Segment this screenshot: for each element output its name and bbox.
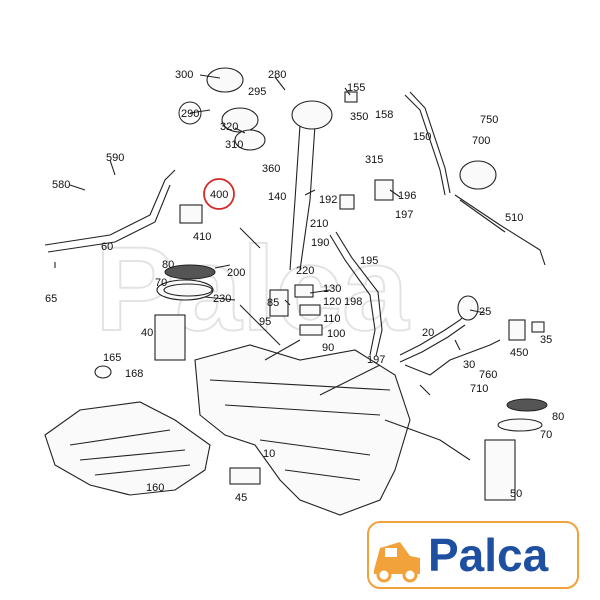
- callout: 85: [267, 297, 279, 309]
- callout: 45: [235, 492, 247, 504]
- line-art: [44, 67, 548, 516]
- callout: 70: [540, 429, 552, 441]
- callout: 65: [45, 293, 57, 305]
- callout: 590: [106, 152, 124, 164]
- callout: 192: [319, 194, 337, 206]
- callout: 90: [322, 342, 334, 354]
- callout: 168: [125, 368, 143, 380]
- callout: 10: [263, 448, 275, 460]
- callout: 580: [52, 179, 70, 191]
- callout: 140: [268, 191, 286, 203]
- callout: 750: [480, 114, 498, 126]
- callout: 450: [510, 347, 528, 359]
- callout: 320: [220, 121, 238, 133]
- callout: 150: [413, 131, 431, 143]
- callout: 80: [552, 411, 564, 423]
- callout: 295: [248, 86, 266, 98]
- callout: 310: [225, 139, 243, 151]
- callout: 60: [101, 241, 113, 253]
- callout: 198: [344, 296, 362, 308]
- callout: 700: [472, 135, 490, 147]
- callout: 50: [510, 488, 522, 500]
- callout: 130: [323, 283, 341, 295]
- callout: 210: [310, 218, 328, 230]
- callout: 110: [323, 313, 341, 325]
- callout: 350: [350, 111, 368, 123]
- callout: 290: [181, 108, 199, 120]
- callout: 100: [327, 328, 345, 340]
- callout: 280: [268, 69, 286, 81]
- callout: 220: [296, 265, 314, 277]
- callout: 120: [323, 296, 341, 308]
- callout: 197: [395, 209, 413, 221]
- callout: 160: [146, 482, 164, 494]
- filler-neck: [289, 124, 316, 271]
- callout: 25: [479, 306, 491, 318]
- callout: 155: [347, 82, 365, 94]
- sender-unit: [154, 314, 186, 361]
- callout: 35: [540, 334, 552, 346]
- callout: 197: [367, 354, 385, 366]
- callout: 190: [311, 237, 329, 249]
- callout: 196: [398, 190, 416, 202]
- callout: 510: [505, 212, 523, 224]
- fuel-pump: [484, 439, 516, 501]
- callout: 710: [470, 383, 488, 395]
- callouts: 300 280 155 290 295 350 158 320 750 700 …: [45, 69, 564, 504]
- callout: 315: [365, 154, 383, 166]
- logo-frame: [367, 521, 579, 589]
- heat-shield: [44, 401, 211, 496]
- palca-logo: Palca: [367, 521, 579, 589]
- fuel-tank: [194, 344, 411, 516]
- circle-290: [178, 101, 202, 125]
- car-icon: [374, 542, 420, 583]
- callout: 20: [422, 327, 434, 339]
- callout: 760: [479, 369, 497, 381]
- callout: 300: [175, 69, 193, 81]
- callout: 95: [259, 316, 271, 328]
- callout: 158: [375, 109, 393, 121]
- callout: 410: [193, 231, 211, 243]
- callout: 360: [262, 163, 280, 175]
- callout: 230: [213, 293, 231, 305]
- highlight-circle-400: [203, 178, 235, 210]
- callout: 195: [360, 255, 378, 267]
- callout: 70: [155, 277, 167, 289]
- callout-400: 400: [210, 189, 228, 201]
- bracket-60: [44, 169, 176, 253]
- watermark-text: Palca: [95, 222, 410, 356]
- callout: 30: [463, 359, 475, 371]
- callout: 165: [103, 352, 121, 364]
- callout: 40: [141, 327, 153, 339]
- logo-text: Palca: [428, 529, 549, 581]
- callout: 80: [162, 259, 174, 271]
- callout: 200: [227, 267, 245, 279]
